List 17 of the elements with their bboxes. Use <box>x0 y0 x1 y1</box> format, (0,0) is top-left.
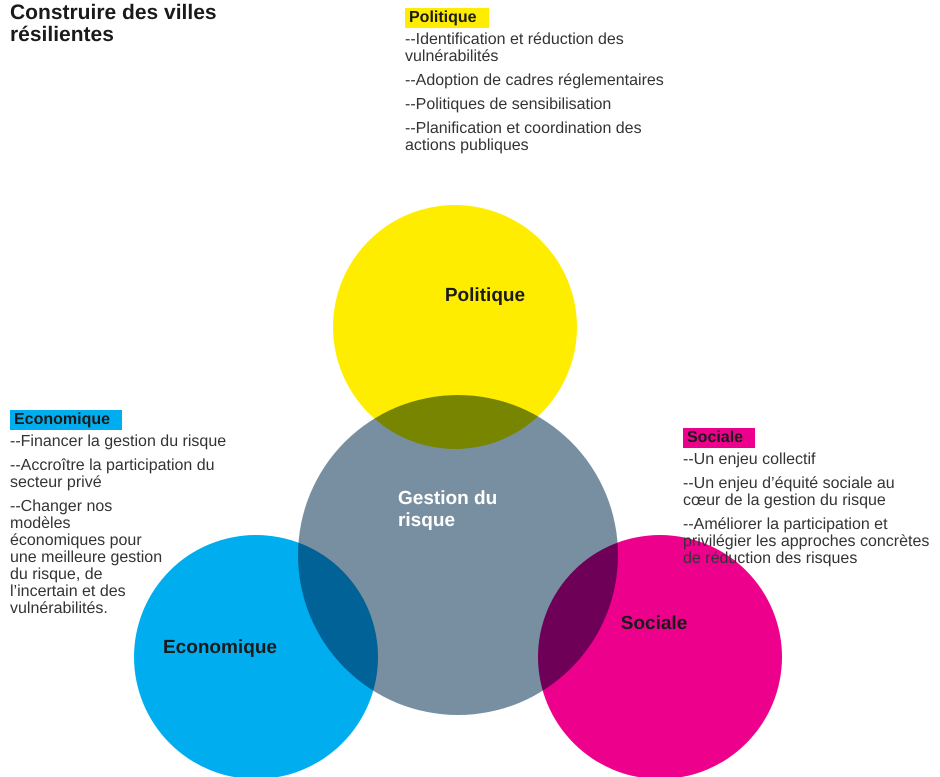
bullet-text: --Politiques de sensibilisation <box>405 96 612 113</box>
category-heading: Sociale <box>683 428 756 448</box>
circle-label: Economique <box>162 637 278 659</box>
circle-label: Politique <box>444 285 526 307</box>
category-heading: Politique <box>405 8 489 28</box>
bullet-text: --Adoption de cadres réglementaires <box>405 72 665 89</box>
bullet-text: --Un enjeu d’équité sociale au cœur de la gestion du risque <box>683 475 896 509</box>
bullet-text: --Financer la gestion du risque <box>10 433 228 450</box>
circle-label: Gestion du risque <box>398 488 498 532</box>
category-heading: Economique <box>10 410 122 430</box>
circle-label: Sociale <box>620 613 688 635</box>
title: Construire des villes résilientes <box>10 2 218 46</box>
bullet-text: --Accroître la participation du secteur privé <box>10 457 216 491</box>
bullet-text: --Identification et réduction des vulnérabilités <box>405 31 625 65</box>
bullet-text: --Planification et coordination des actions publiques <box>405 120 643 154</box>
bullet-text: --Changer nos modèles économiques pour une meilleure gestion du risque, de l’incertain et des vulnérabilités. <box>10 498 164 617</box>
bullet-text: --Un enjeu collectif <box>683 451 816 468</box>
